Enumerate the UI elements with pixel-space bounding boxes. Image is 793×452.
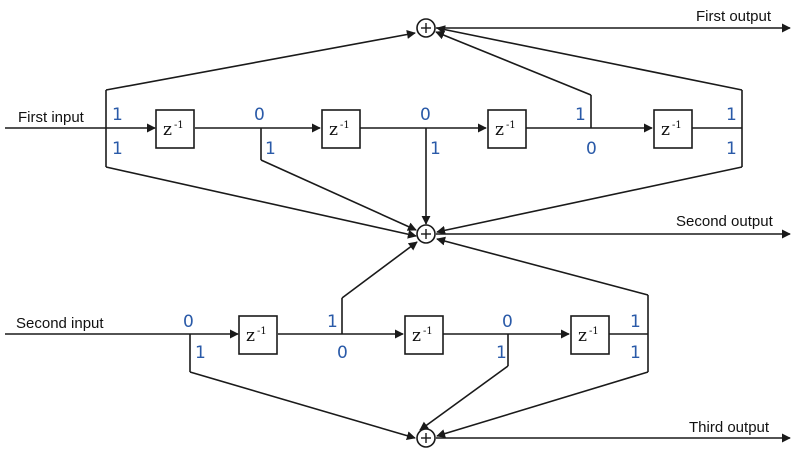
delay-label: z-1 (495, 120, 516, 140)
delay-box (487, 109, 527, 149)
second-input-register (5, 236, 649, 441)
delay-label: z-1 (412, 326, 433, 346)
bit-label: 0 (183, 312, 194, 332)
bit-label: 1 (327, 312, 338, 332)
bit-label: 1 (575, 105, 586, 125)
bit-label: 0 (502, 312, 513, 332)
sum-node-first-output (416, 18, 436, 38)
bit-label: 1 (630, 343, 641, 363)
tap-arrow (105, 30, 416, 91)
first-output-label: First output (696, 8, 772, 25)
tap-arrow (435, 30, 592, 96)
tap-arrow (436, 371, 649, 438)
bit-label: 0 (586, 139, 597, 159)
delay-box (155, 109, 195, 149)
delay-box (404, 315, 444, 355)
bit-label: 1 (496, 343, 507, 363)
third-output-label: Third output (689, 419, 770, 436)
first-input-label: First input (18, 109, 85, 126)
bit-label: 1 (195, 343, 206, 363)
bit-label: 1 (726, 139, 737, 159)
second-input-label: Second input (16, 315, 104, 332)
delay-label: z-1 (578, 326, 599, 346)
delay-box (321, 109, 361, 149)
tap-arrow (436, 236, 649, 296)
bit-label: 1 (630, 312, 641, 332)
delay-label: z-1 (163, 120, 184, 140)
tap-arrow (105, 166, 417, 239)
bit-label: 0 (420, 105, 431, 125)
bit-label: 1 (430, 139, 441, 159)
tap-arrow (436, 166, 743, 235)
bit-label: 1 (726, 105, 737, 125)
bit-label: 0 (337, 343, 348, 363)
delay-label: z-1 (661, 120, 682, 140)
tap-arrow (436, 25, 743, 91)
delay-label: z-1 (329, 120, 350, 140)
first-input-register (5, 25, 743, 239)
sum-node-second-output (416, 224, 436, 244)
tap-arrow (189, 371, 416, 441)
sum-node-third-output (416, 428, 436, 448)
bit-label: 1 (112, 105, 123, 125)
delay-label: z-1 (246, 326, 267, 346)
delay-box (570, 315, 610, 355)
bit-label: 1 (112, 139, 123, 159)
delay-box (653, 109, 693, 149)
bit-label: 0 (254, 105, 265, 125)
delay-box (238, 315, 278, 355)
second-output-label: Second output (676, 213, 774, 230)
tap-arrow (341, 241, 418, 299)
tap-arrow (419, 365, 509, 431)
tap-arrow (260, 159, 417, 231)
bit-label: 1 (265, 139, 276, 159)
